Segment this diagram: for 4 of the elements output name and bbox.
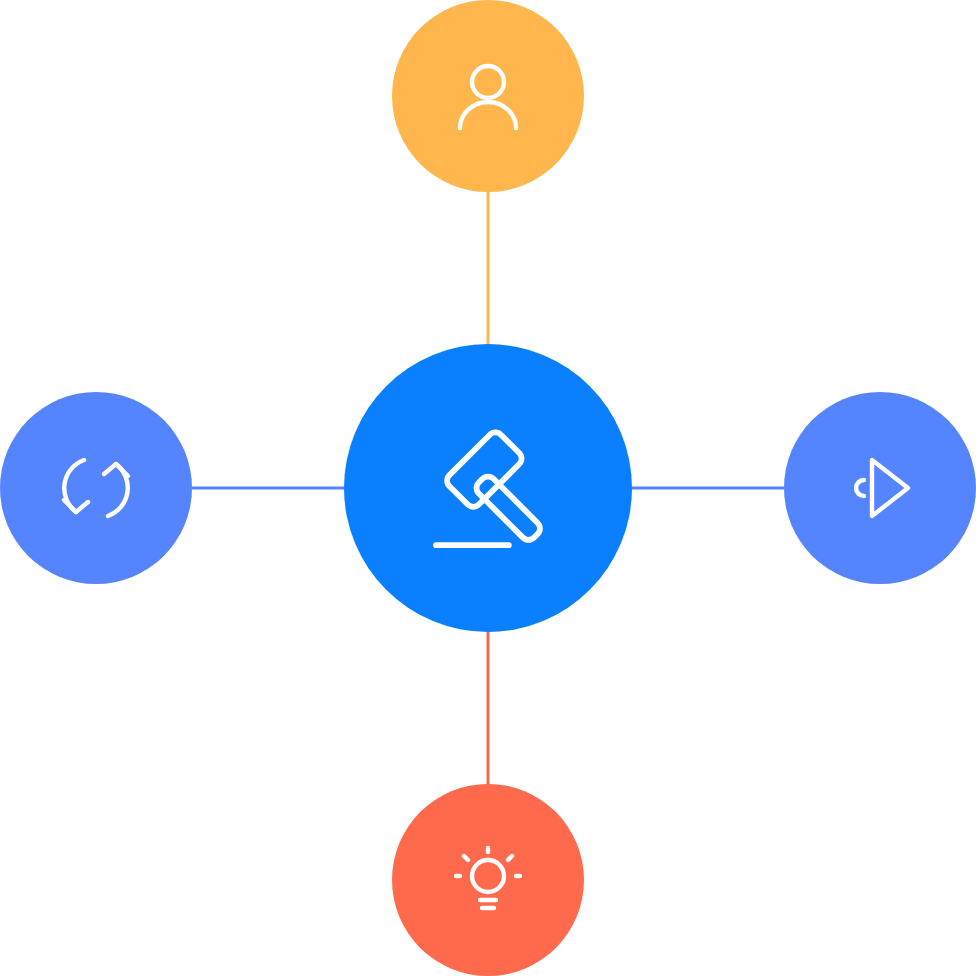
connector-line [486, 192, 490, 344]
connector-line [486, 632, 490, 784]
connector-line [192, 486, 344, 490]
connector-line [632, 486, 784, 490]
